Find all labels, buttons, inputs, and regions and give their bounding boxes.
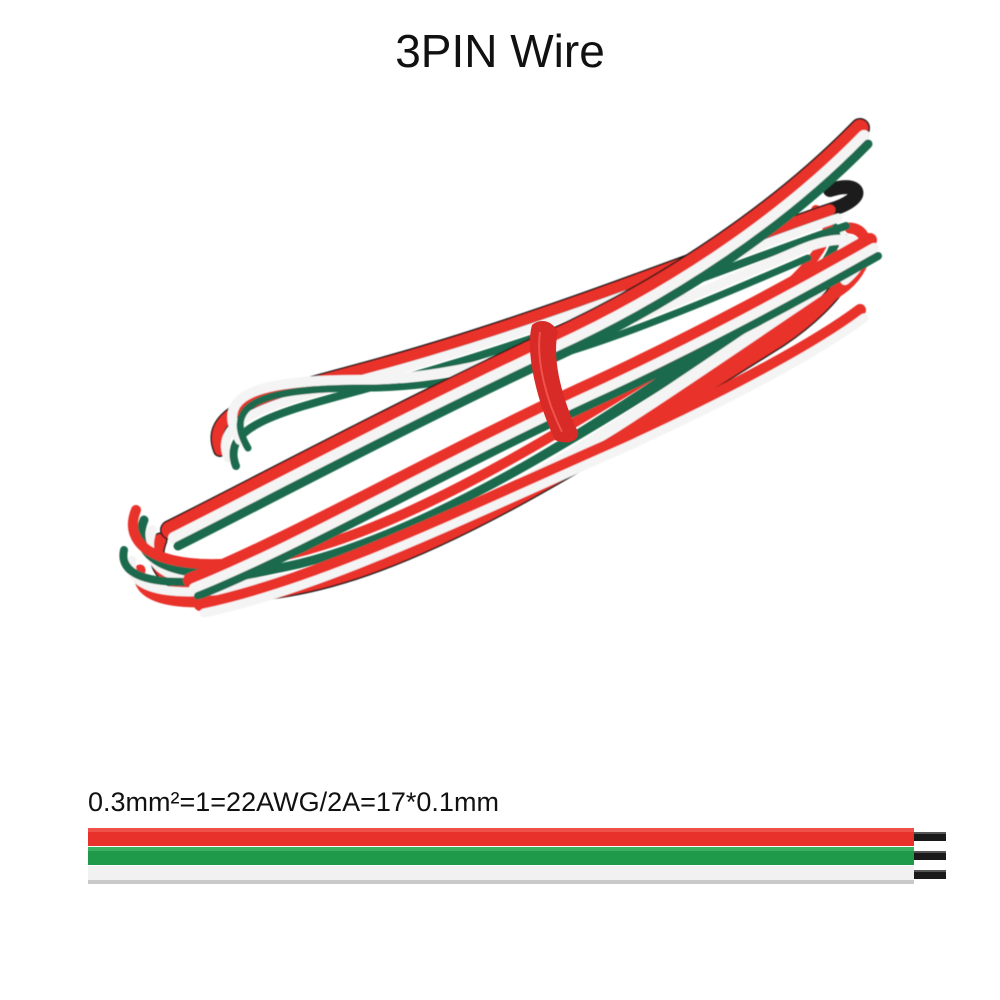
white-wire-band (88, 866, 914, 884)
wire-spec-label: 0.3mm²=1=22AWG/2A=17*0.1mm (88, 787, 499, 817)
red-wire-band (88, 828, 914, 846)
flat-wire-diagram (88, 828, 946, 884)
wire-tip-2 (914, 851, 946, 860)
page-title: 3PIN Wire (395, 25, 605, 77)
wire-tip-3 (914, 870, 946, 879)
wire-tip-1 (914, 832, 946, 841)
coiled-wire-photo (119, 118, 882, 618)
green-wire-band (88, 847, 914, 865)
